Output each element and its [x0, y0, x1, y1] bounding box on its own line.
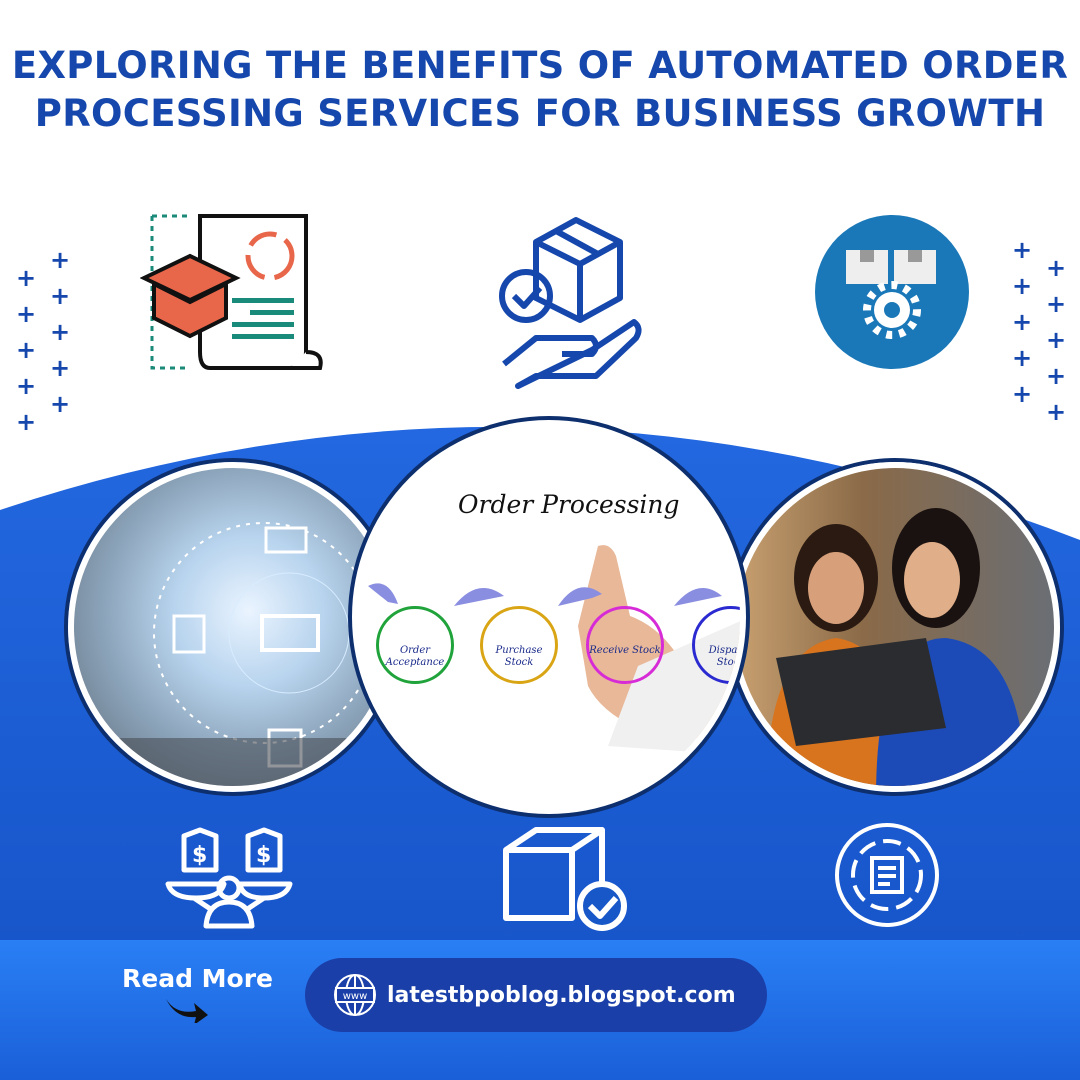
- curved-arrow-icon: [166, 999, 208, 1025]
- step-label: Dispatch Stock: [708, 645, 746, 668]
- globe-www-icon: www: [334, 974, 376, 1016]
- svg-text:$: $: [192, 843, 207, 868]
- website-url-button[interactable]: www latestbpoblog.blogspot.com: [305, 958, 767, 1032]
- boxes-gear-automation-icon: [815, 215, 969, 369]
- box-on-hand-check-icon: [499, 217, 642, 389]
- read-more-label: Read More: [122, 964, 274, 993]
- box-checked-icon: [503, 827, 627, 931]
- step-purchase-stock: Purchase Stock: [480, 606, 558, 684]
- order-processing-image: Order Processing Order Acceptance Purcha…: [352, 420, 746, 814]
- step-label: Order Acceptance: [385, 645, 445, 668]
- price-balance-icon: $$: [165, 827, 293, 929]
- website-url: latestbpoblog.blogspot.com: [387, 982, 736, 1008]
- step-receive-stock: Receive Stock: [586, 606, 664, 684]
- team-with-laptop-image: [730, 462, 1060, 792]
- page-title: EXPLORING THE BENEFITS OF AUTOMATED ORDE…: [0, 42, 1080, 138]
- read-more-link[interactable]: Read More: [122, 964, 273, 1029]
- order-document-box-icon: [140, 214, 323, 370]
- step-order-acceptance: Order Acceptance: [376, 606, 454, 684]
- step-label: Purchase Stock: [495, 645, 543, 668]
- digital-network-image: [68, 462, 398, 792]
- people-photo: [766, 508, 1026, 786]
- step-label: Receive Stock: [589, 645, 661, 656]
- svg-text:$: $: [256, 843, 271, 868]
- document-cycle-icon: [835, 823, 939, 927]
- www-label: www: [343, 991, 368, 1002]
- title-line-1: EXPLORING THE BENEFITS OF AUTOMATED ORDE…: [11, 44, 1069, 87]
- order-processing-heading: Order Processing: [458, 490, 680, 519]
- network-globe-icon: [74, 522, 392, 786]
- title-line-2: PROCESSING SERVICES FOR BUSINESS GROWTH: [34, 92, 1046, 135]
